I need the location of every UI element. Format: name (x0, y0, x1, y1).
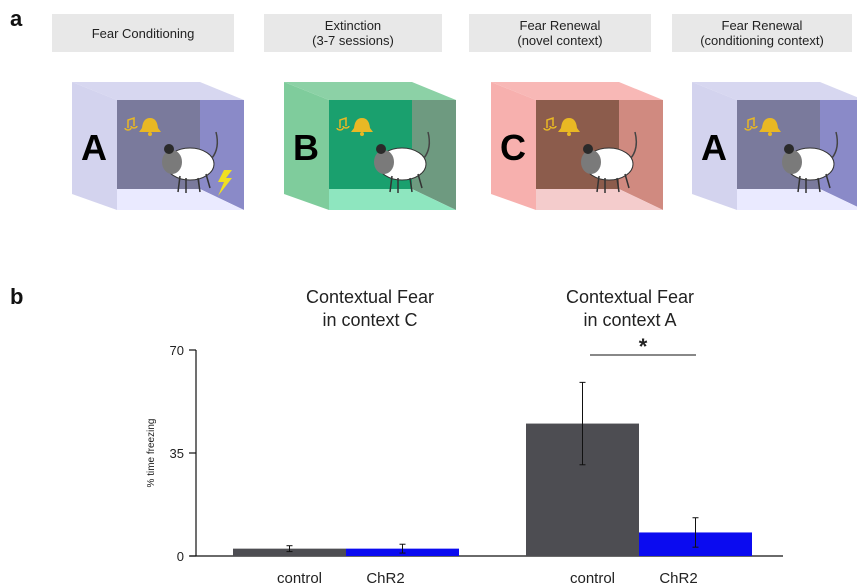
bar-control (233, 548, 346, 556)
mouse-legs (389, 173, 423, 193)
mouse-head (782, 150, 802, 174)
bell-clapper (768, 132, 772, 136)
context-box-drawing: C (491, 82, 663, 210)
mouse-ear (376, 144, 386, 154)
category-label: ChR2 (366, 570, 404, 587)
bell-clapper (148, 132, 152, 136)
front-wall (692, 82, 737, 210)
mouse-legs (596, 173, 630, 193)
context-box-2: B (284, 82, 456, 212)
panel-b-label: b (10, 284, 24, 309)
side-wall (820, 100, 857, 207)
bell-icon (139, 118, 161, 132)
header-fear-conditioning: Fear Conditioning (52, 14, 234, 52)
bell-clapper (360, 132, 364, 136)
mouse-tail (423, 131, 431, 159)
y-tick-label: 70 (170, 343, 184, 358)
ceiling (692, 82, 857, 100)
context-letter: B (293, 127, 319, 168)
ceiling (491, 82, 663, 100)
bell-icon (351, 118, 373, 132)
mouse-tail (630, 131, 638, 159)
mouse-icon (374, 131, 431, 193)
context-letter: A (81, 127, 107, 168)
side-wall (412, 100, 456, 210)
category-label: control (277, 570, 322, 587)
context-box-drawing: A (72, 82, 244, 210)
chart-title-context-c: Contextual Fear in context C (305, 287, 435, 330)
mouse-ear (583, 144, 593, 154)
context-letter: C (500, 127, 526, 168)
mouse-ear (784, 144, 794, 154)
y-axis-label: % time freezing (146, 419, 157, 488)
floor (536, 189, 663, 210)
mouse-icon (782, 131, 839, 193)
mouse-icon (162, 131, 219, 193)
floor (117, 189, 244, 210)
category-label: control (570, 570, 615, 587)
music-note-icon (744, 116, 758, 131)
header-renewal-novel: Fear Renewal (novel context) (469, 14, 651, 52)
mouse-head (162, 150, 182, 174)
mouse-icon (581, 131, 638, 193)
significance-star: * (639, 334, 648, 359)
mouse-tail (831, 131, 839, 159)
context-box-1: A (72, 82, 244, 212)
context-letter: A (701, 127, 727, 168)
side-wall (200, 100, 244, 210)
context-box-drawing: A (692, 82, 857, 210)
side-wall (619, 100, 663, 210)
context-box-3: C (491, 82, 663, 212)
ceiling (284, 82, 456, 100)
y-tick-label: 0 (177, 549, 184, 564)
music-note-icon (543, 116, 557, 131)
panel-a-label: a (10, 6, 23, 31)
mouse-head (374, 150, 394, 174)
lightning-bolt-icon (218, 170, 232, 196)
floor (737, 189, 857, 210)
category-label: ChR2 (659, 570, 697, 587)
front-wall (491, 82, 536, 210)
front-wall (284, 82, 329, 210)
context-box-4: A (692, 82, 857, 212)
bell-icon (558, 118, 580, 132)
context-box-drawing: B (284, 82, 456, 210)
header-renewal-conditioning: Fear Renewal (conditioning context) (672, 14, 852, 52)
header-extinction: Extinction (3-7 sessions) (264, 14, 442, 52)
mouse-tail (211, 131, 219, 159)
music-note-icon (336, 116, 350, 131)
front-wall (72, 82, 117, 210)
y-tick-label: 35 (170, 446, 184, 461)
mouse-head (581, 150, 601, 174)
chart-title-context-a: Contextual Fear in context A (565, 287, 695, 330)
mouse-ear (164, 144, 174, 154)
ceiling (72, 82, 244, 100)
bell-clapper (567, 132, 571, 136)
bell-icon (759, 118, 781, 132)
mouse-legs (797, 173, 831, 193)
music-note-icon (124, 116, 138, 131)
floor (329, 189, 456, 210)
mouse-legs (177, 173, 211, 193)
